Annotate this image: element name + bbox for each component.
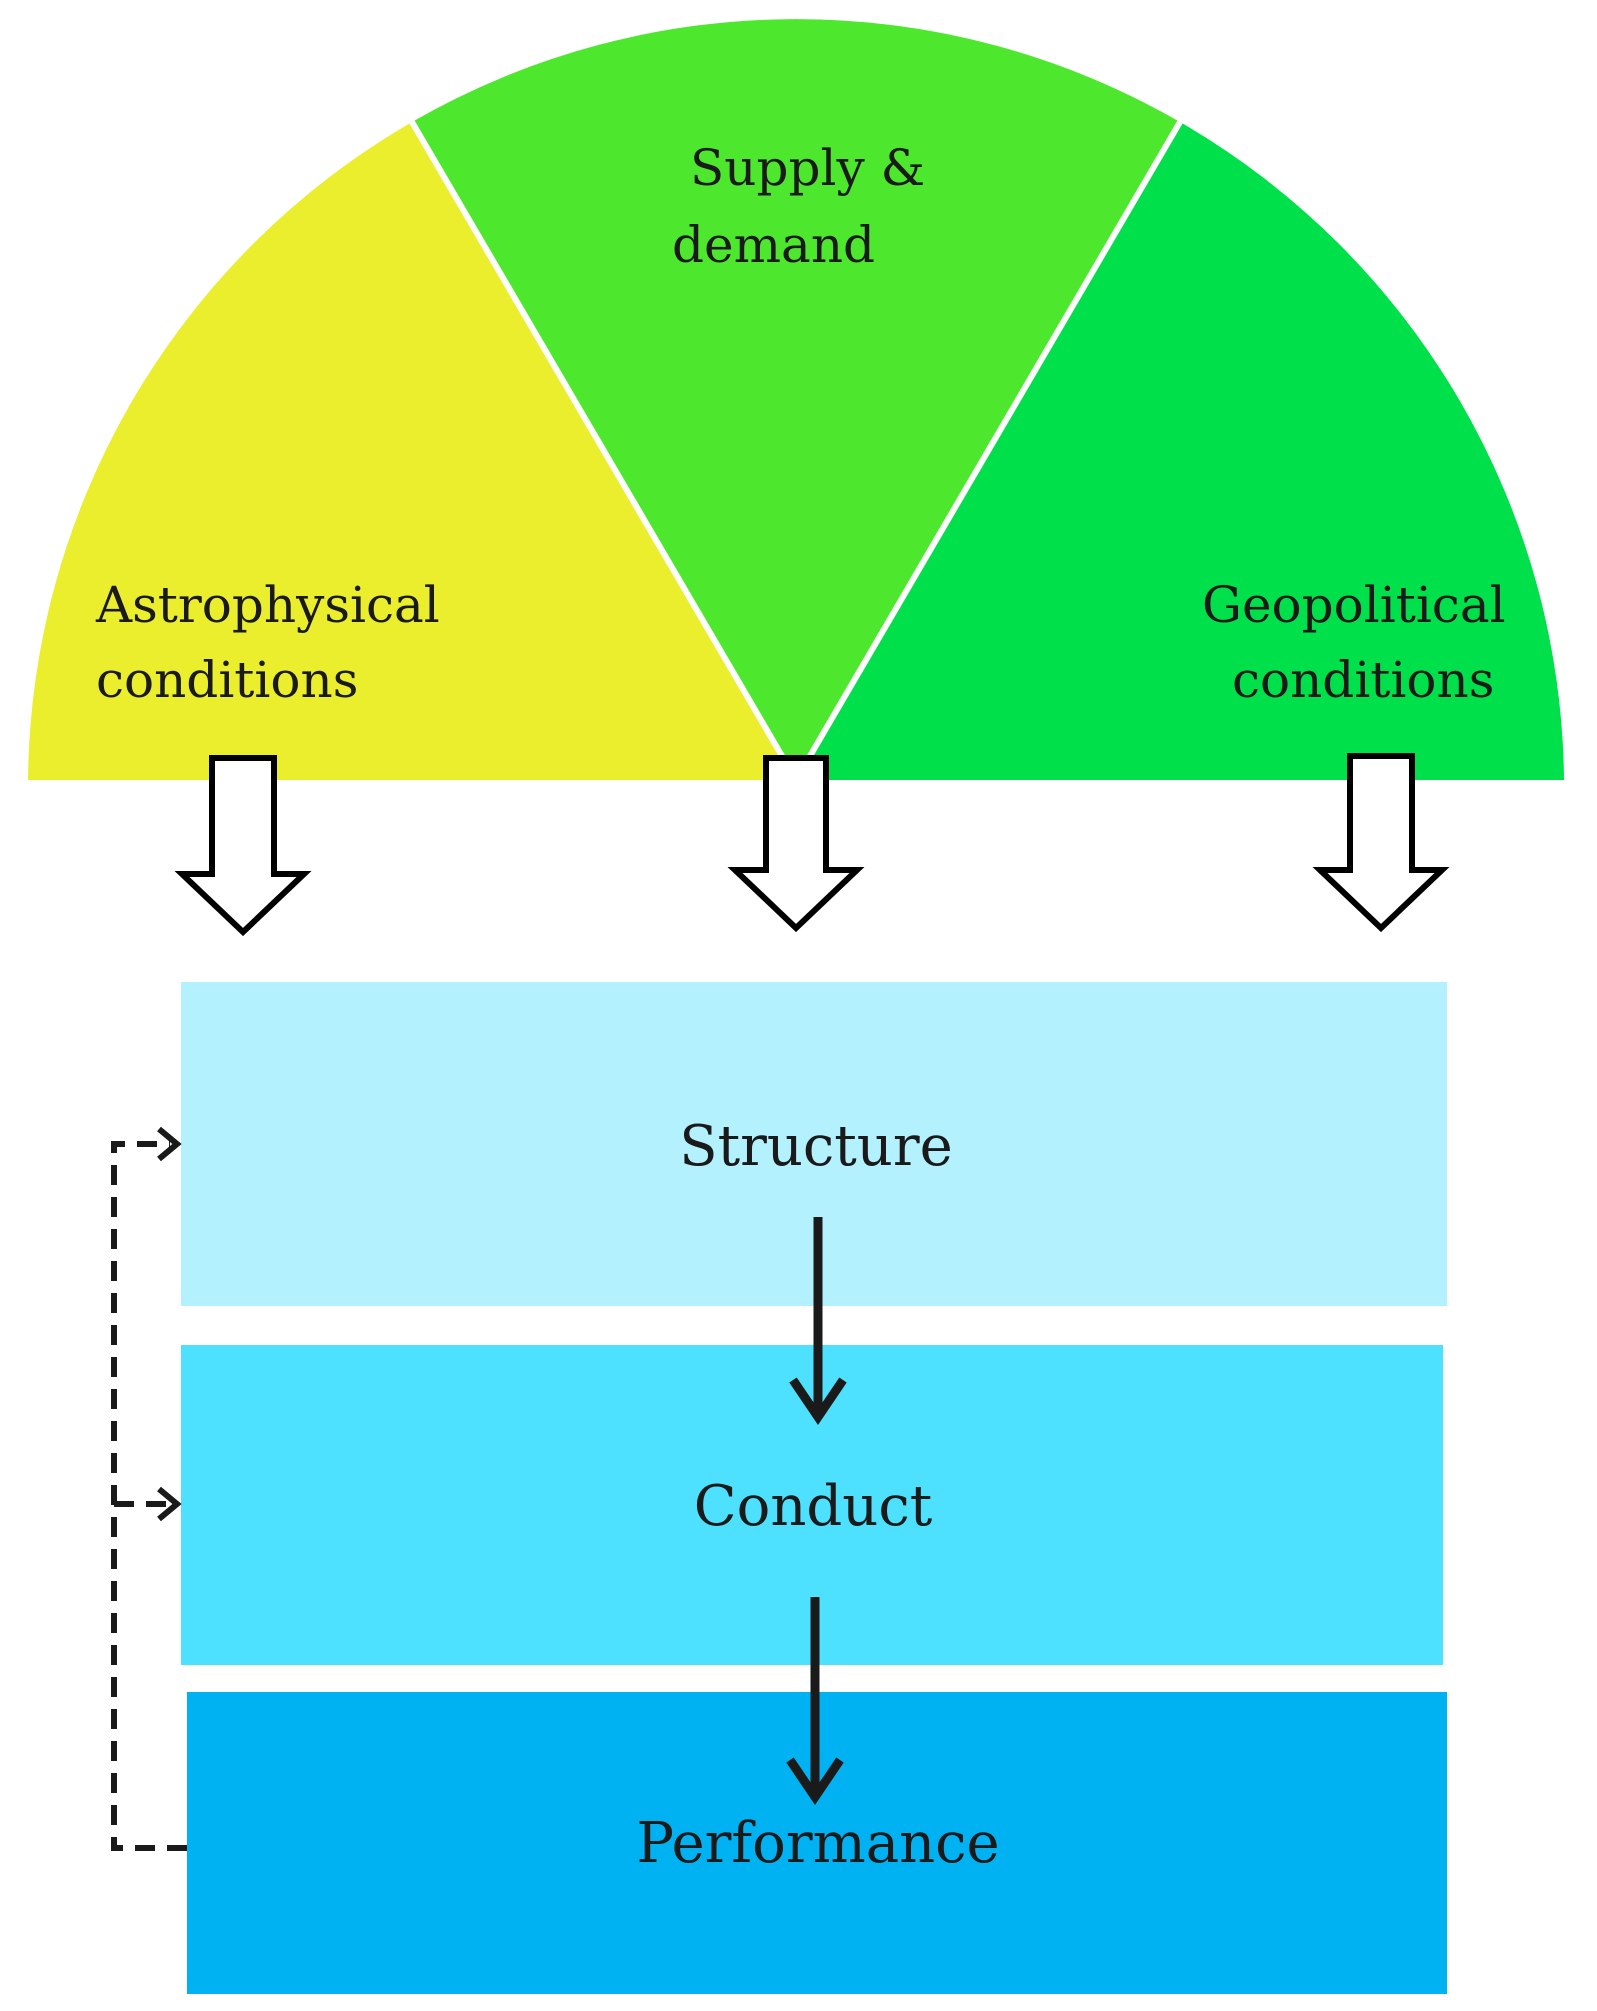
- supply-demand-sector: [412, 19, 1180, 781]
- hollow-down-arrow-left: [174, 755, 312, 937]
- supply-demand-label-line1: Supply &: [690, 139, 925, 197]
- dashed-feedback-arrow: [111, 1141, 187, 1851]
- solid-down-arrow-conduct-performance: [786, 1597, 844, 1806]
- feedback-arrowhead-conduct: [157, 1486, 182, 1522]
- feedback-arrowhead-structure: [157, 1126, 182, 1162]
- hollow-down-arrow-right: [1312, 753, 1450, 933]
- performance-label: Performance: [636, 1811, 999, 1876]
- hollow-down-arrow-middle: [727, 755, 865, 933]
- structure-label: Structure: [679, 1114, 953, 1179]
- geopolitical-label-line2: conditions: [1232, 651, 1494, 709]
- astrophysical-label-line2: conditions: [96, 651, 358, 709]
- conduct-label: Conduct: [694, 1474, 933, 1539]
- supply-demand-label-line2: demand: [672, 216, 875, 274]
- fan-divider-right: [793, 120, 1183, 782]
- astrophysical-sector: [28, 122, 796, 780]
- geopolitical-label-line1: Geopolitical: [1202, 576, 1506, 634]
- solid-down-arrow-structure-conduct: [789, 1217, 847, 1426]
- astrophysical-label-line1: Astrophysical: [95, 576, 440, 634]
- geopolitical-sector: [796, 122, 1564, 780]
- fan-divider-left: [409, 120, 799, 782]
- conditions-fan: [28, 19, 1564, 782]
